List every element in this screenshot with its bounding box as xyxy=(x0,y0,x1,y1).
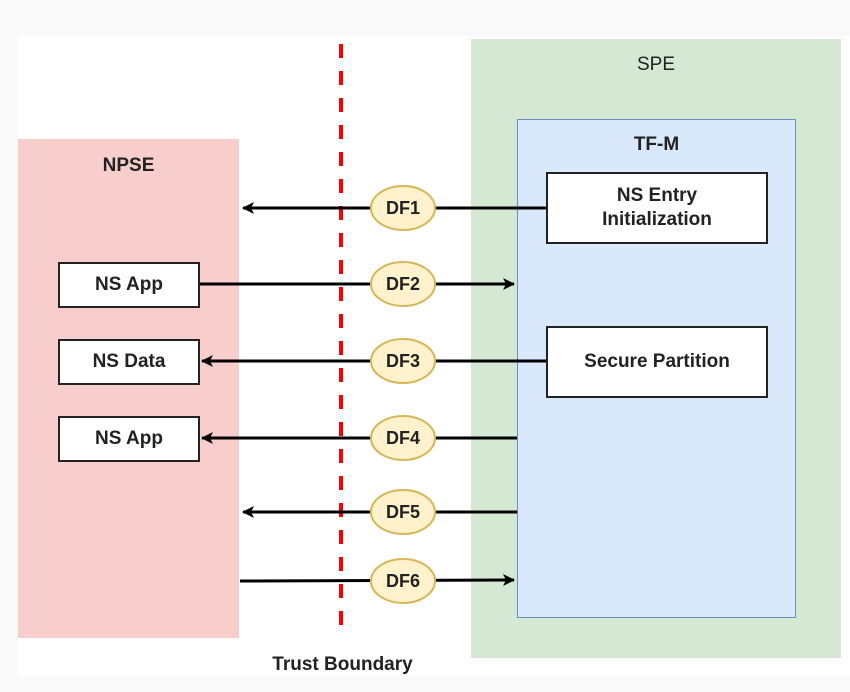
df2-label: DF2 xyxy=(385,273,420,294)
df1-label: DF1 xyxy=(385,197,420,218)
df3-label: DF3 xyxy=(385,350,420,371)
spe-title: SPE xyxy=(636,54,676,75)
npse-region: NPSE xyxy=(18,139,239,638)
df5-ellipse[interactable] xyxy=(370,489,436,535)
npse-title: NPSE xyxy=(102,155,155,176)
df1-ellipse[interactable] xyxy=(370,185,436,231)
ns-app-box-1[interactable]: NS App xyxy=(58,262,200,308)
df3-ellipse[interactable] xyxy=(370,338,436,384)
secure-partition-label: Secure Partition xyxy=(584,351,730,373)
trust-boundary-label: Trust Boundary xyxy=(272,654,413,675)
df4-ellipse[interactable] xyxy=(370,415,436,461)
ns-app-1-label: NS App xyxy=(95,274,163,296)
df5-label: DF5 xyxy=(385,501,420,522)
secure-partition-box[interactable]: Secure Partition xyxy=(546,326,768,398)
ns-data-box[interactable]: NS Data xyxy=(58,339,200,385)
df2-ellipse[interactable] xyxy=(370,261,436,307)
ns-entry-init-box[interactable]: NS Entry Initialization xyxy=(546,172,768,244)
df6-label: DF6 xyxy=(385,570,420,591)
ns-data-label: NS Data xyxy=(92,351,166,373)
tfm-title: TF-M xyxy=(633,134,680,155)
ns-entry-line2: Initialization xyxy=(602,209,712,230)
ns-app-box-2[interactable]: NS App xyxy=(58,416,200,462)
df4-label: DF4 xyxy=(385,427,420,448)
df6-ellipse[interactable] xyxy=(370,558,436,604)
ns-app-2-label: NS App xyxy=(95,428,163,450)
ns-entry-line1: NS Entry xyxy=(616,185,698,207)
